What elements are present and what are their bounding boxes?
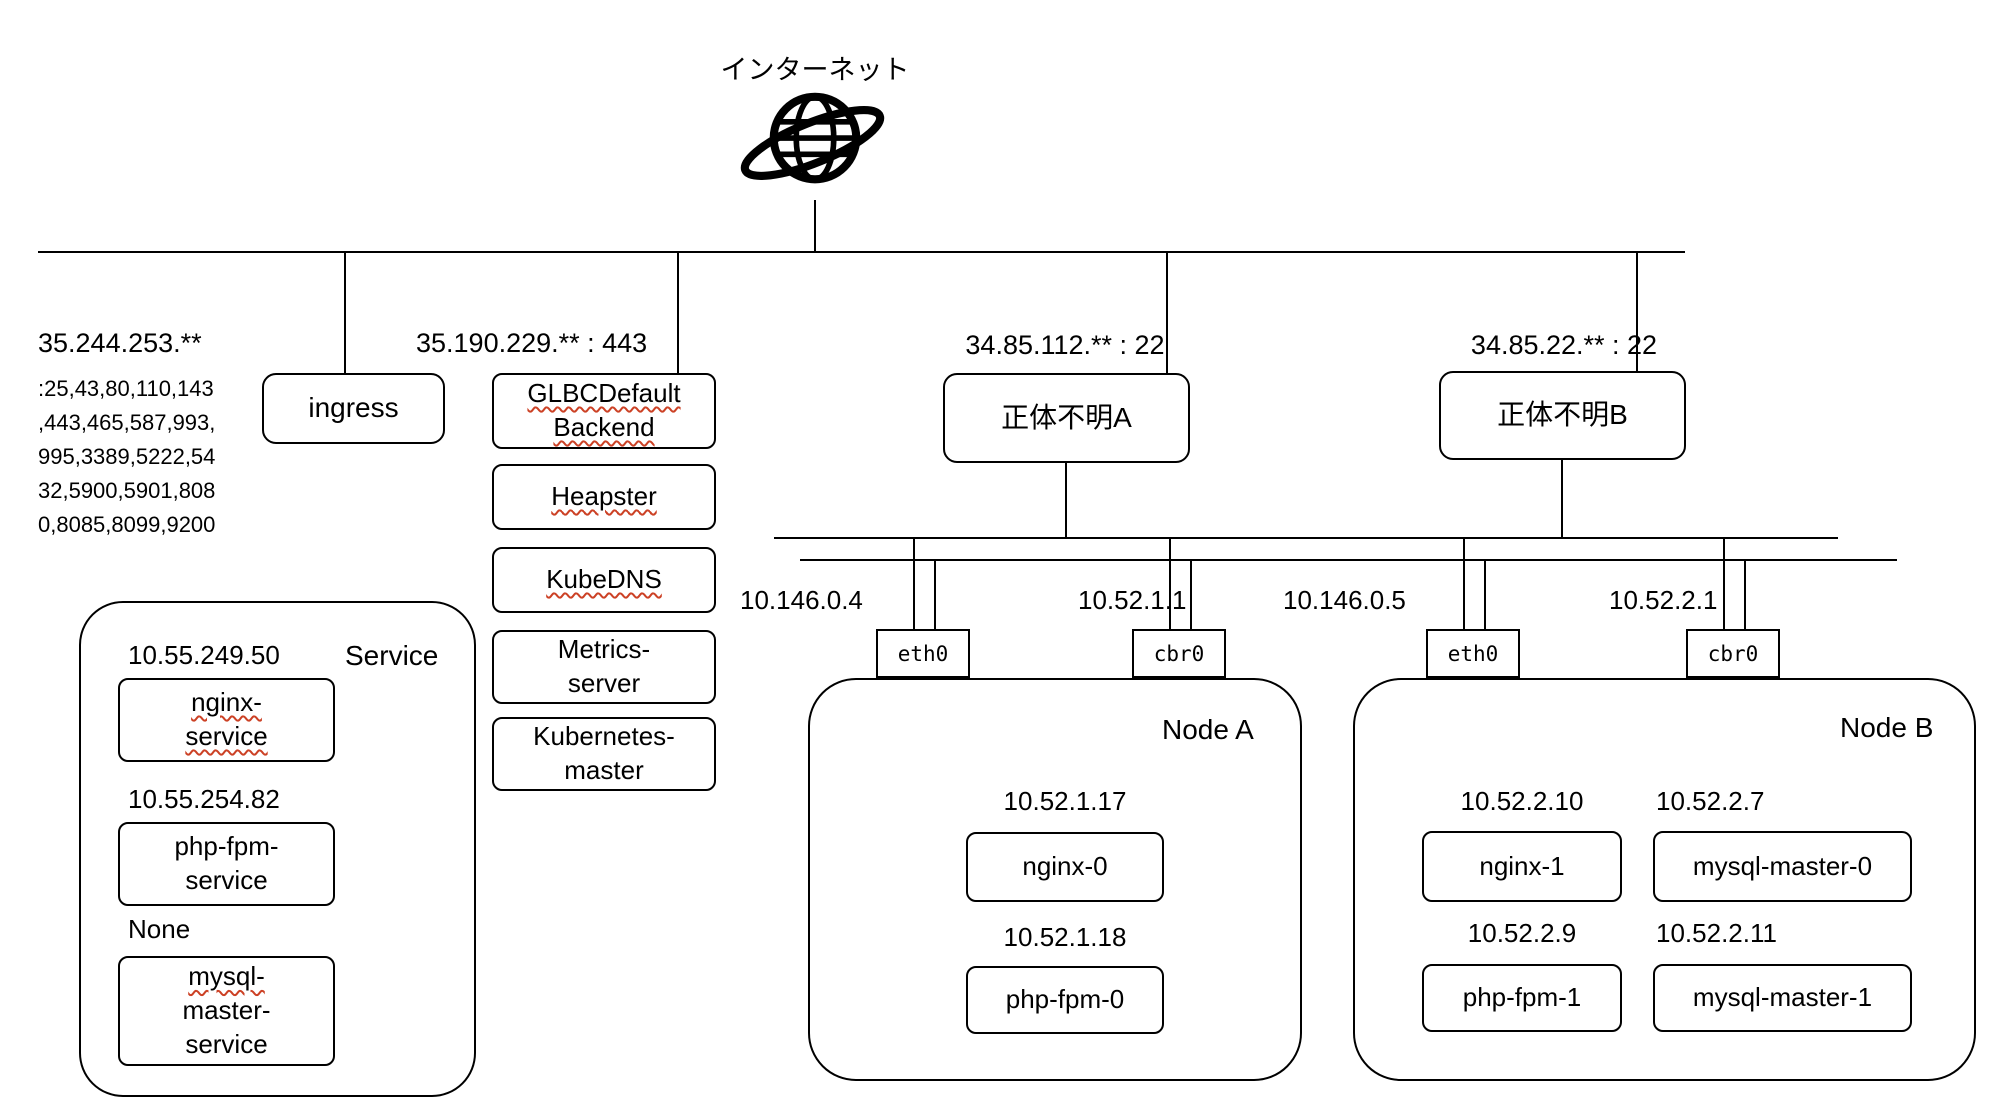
node-a-cbr0-label: cbr0 [1153, 641, 1205, 666]
ports-line: 995,3389,5222,54 [38, 444, 216, 469]
unknown-a-label: 正体不明A [1001, 401, 1132, 433]
unknown-b-down-line [1561, 460, 1563, 539]
ports-line: ,443,465,587,993, [38, 410, 216, 435]
cbr0-a-connector-2 [1190, 561, 1192, 629]
heapster-label: Heapster [551, 481, 657, 512]
service-ip-label: 10.55.249.50 [128, 640, 280, 670]
glbc-line-2: Backend [553, 412, 655, 442]
glbc-line-1: GLBCDefault [527, 378, 681, 409]
service-box-php-fpm-service: php-fpm- service [118, 822, 335, 906]
metrics-server-box: Metrics- server [492, 630, 716, 704]
cbr0-b-connector-1 [1723, 539, 1725, 629]
internet-label: インターネット [720, 55, 910, 85]
ingress-ports-label: :25,43,80,110,143 ,443,465,587,993, 995,… [38, 372, 215, 542]
pod-ip-label: 10.52.1.18 [1003, 922, 1127, 952]
kubedns-box: KubeDNS [492, 547, 716, 613]
pod-ip-label: 10.52.1.17 [1003, 786, 1127, 816]
unknown-b-box: 正体不明B [1439, 371, 1686, 460]
pod-box-php-fpm-0: php-fpm-0 [966, 966, 1164, 1034]
ports-line: 32,5900,5901,808 [38, 478, 216, 503]
pod-box-mysql-master-1: mysql-master-1 [1653, 964, 1912, 1032]
eth0-a-connector-1 [913, 539, 915, 629]
ports-line: :25,43,80,110,143 [38, 376, 214, 401]
service-box-nginx-service: nginx- service [118, 678, 335, 762]
pod-box-php-fpm-1: php-fpm-1 [1422, 964, 1622, 1032]
pod-label: nginx-1 [1479, 850, 1565, 881]
pod-ip-label: 10.52.2.11 [1656, 918, 1777, 948]
internet-globe-icon [740, 92, 885, 184]
metrics-line-2: server [567, 668, 641, 698]
pod-box-mysql-master-0: mysql-master-0 [1653, 831, 1912, 902]
pod-ip-label: 10.52.2.9 [1467, 918, 1577, 948]
node-b-eth0-box: eth0 [1426, 629, 1520, 678]
unknown-a-down-line [1065, 463, 1067, 539]
node-b-cbr0-ip-label: 10.52.2.1 [1609, 585, 1718, 615]
node-bus-line-upper [774, 537, 1838, 539]
eth0-b-connector-1 [1463, 539, 1465, 629]
unknown-b-ip-label: 34.85.22.** : 22 [1470, 330, 1658, 360]
node-b-eth0-label: eth0 [1447, 641, 1499, 666]
node-a-eth0-ip-label: 10.146.0.4 [740, 585, 863, 615]
ports-line: 0,8085,8099,9200 [38, 512, 216, 537]
service-title: Service [345, 640, 439, 671]
unknown-a-ip-label: 34.85.112.** : 22 [965, 330, 1165, 360]
node-a-cbr0-box: cbr0 [1132, 629, 1226, 678]
node-a-eth0-box: eth0 [876, 629, 970, 678]
eth0-a-connector-2 [934, 561, 936, 629]
service-label-line: service [185, 721, 268, 751]
unknown-b-label: 正体不明B [1497, 399, 1628, 431]
heapster-box: Heapster [492, 464, 716, 530]
kubedns-label: KubeDNS [546, 564, 662, 595]
service-label-line: mysql- [188, 961, 265, 992]
ingress-box-label: ingress [308, 392, 399, 424]
metrics-line-1: Metrics- [557, 634, 651, 665]
k8s-master-line-2: master [564, 755, 644, 785]
cbr0-b-connector-2 [1744, 561, 1746, 629]
masters-drop-line [677, 253, 679, 373]
pod-label: php-fpm-0 [1005, 984, 1125, 1015]
unknown-a-drop-line [1166, 253, 1168, 373]
unknown-a-box: 正体不明A [943, 373, 1190, 463]
ingress-ip-label: 35.244.253.** [38, 328, 202, 358]
k8s-master-line-1: Kubernetes- [533, 721, 675, 752]
ingress-drop-line [344, 253, 346, 373]
pod-box-nginx-1: nginx-1 [1422, 831, 1622, 902]
pod-label: mysql-master-0 [1692, 850, 1873, 881]
node-b-cbr0-label: cbr0 [1707, 641, 1759, 666]
service-label-line: service [185, 1028, 268, 1059]
node-a-cbr0-ip-label: 10.52.1.1 [1078, 585, 1187, 615]
kubernetes-master-box: Kubernetes- master [492, 717, 716, 791]
service-label-line: master- [182, 995, 271, 1026]
service-ip-label: None [128, 914, 191, 944]
glbc-default-backend-box: GLBCDefault Backend [492, 373, 716, 449]
cbr0-a-connector-1 [1169, 539, 1171, 629]
node-a-eth0-label: eth0 [897, 641, 949, 666]
node-bus-line-lower [800, 559, 1897, 561]
service-label-line: service [185, 865, 268, 895]
globe-drop-line [814, 200, 816, 252]
service-label-line: nginx- [191, 687, 262, 718]
masters-ip-label: 35.190.229.** : 443 [416, 328, 648, 358]
service-label-line: php-fpm- [174, 831, 279, 862]
node-b-eth0-ip-label: 10.146.0.5 [1283, 585, 1406, 615]
service-ip-label: 10.55.254.82 [128, 784, 280, 814]
node-b-cbr0-box: cbr0 [1686, 629, 1780, 678]
eth0-b-connector-2 [1484, 561, 1486, 629]
pod-box-nginx-0: nginx-0 [966, 832, 1164, 902]
pod-label: mysql-master-1 [1692, 982, 1873, 1013]
pod-label: nginx-0 [1022, 851, 1108, 882]
pod-ip-label: 10.52.2.10 [1460, 786, 1584, 816]
unknown-b-drop-line [1636, 253, 1638, 371]
node-a-title: Node A [1162, 714, 1254, 745]
pod-ip-label: 10.52.2.7 [1656, 786, 1765, 816]
node-b-title: Node B [1840, 712, 1934, 743]
ingress-box: ingress [262, 373, 445, 444]
top-bus-line [38, 251, 1685, 253]
service-box-mysql-master-service: mysql- master- service [118, 956, 335, 1066]
pod-label: php-fpm-1 [1462, 982, 1582, 1013]
